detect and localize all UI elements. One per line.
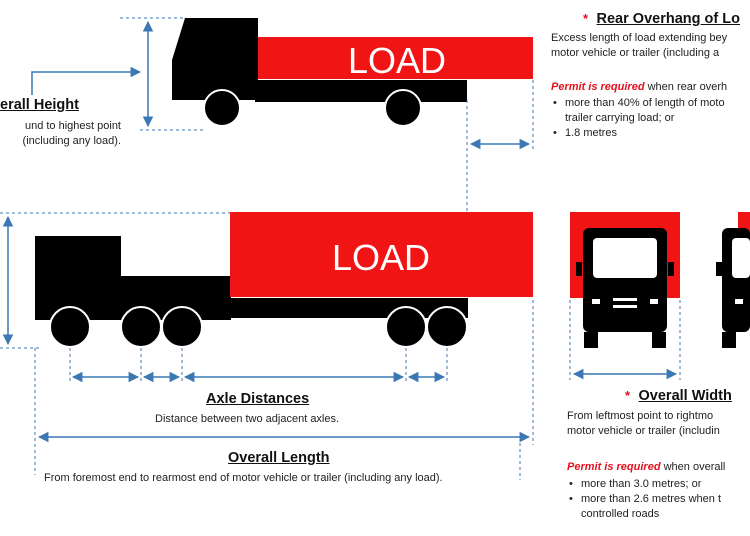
list-item: trailer carrying load; or: [565, 112, 675, 124]
height-leader: [31, 66, 142, 95]
front-view-truck-2: [716, 212, 750, 348]
axle-wheel-2: [120, 306, 162, 348]
axle-wheel-1: [49, 306, 91, 348]
bottom-load-box: [230, 212, 533, 297]
rear-overhang-permit: Permit is required when rear overh: [551, 81, 728, 93]
rear-overhang-bullets: more than 40% of length of moto trailer …: [551, 96, 725, 141]
overall-width-bullets: more than 3.0 metres; or more than 2.6 m…: [567, 477, 721, 522]
axle-wheel-5: [426, 306, 468, 348]
overall-height-title: erall Height: [0, 97, 79, 113]
bottom-load-label: LOAD: [332, 237, 430, 278]
list-item-continuation: controlled roads: [581, 508, 660, 520]
overall-length-title: Overall Length: [228, 450, 330, 466]
top-load-label: LOAD: [348, 40, 446, 81]
overall-length-desc: From foremost end to rearmost end of mot…: [44, 472, 443, 484]
bottom-truck: [35, 212, 533, 348]
list-item: more than 40% of length of moto: [551, 96, 725, 111]
overall-width-permit: Permit is required when overall: [567, 461, 726, 473]
overall-height-desc: und to highest point (including any load…: [22, 120, 121, 147]
axle-wheel-3: [161, 306, 203, 348]
top-rear-wheel: [384, 89, 422, 127]
top-truck: [172, 18, 533, 127]
front-view-truck-1: [570, 212, 680, 348]
required-star-icon: *: [583, 11, 589, 26]
rear-overhang-desc: Excess length of load extending bey moto…: [551, 32, 728, 59]
list-item: more than 2.6 metres when t: [567, 492, 721, 507]
overall-width-title: Overall Width: [638, 388, 732, 404]
list-item: more than 3.0 metres; or: [567, 477, 721, 492]
rear-overhang-heading: * Rear Overhang of Lo: [583, 10, 740, 28]
overall-width-heading: * Overall Width: [625, 387, 732, 405]
top-front-wheel: [203, 89, 241, 127]
axle-distances-desc: Distance between two adjacent axles.: [155, 413, 340, 425]
overall-width-desc: From leftmost point to rightmo motor veh…: [567, 410, 720, 437]
list-item: 1.8 metres: [551, 126, 725, 141]
axle-distances-title: Axle Distances: [206, 391, 310, 407]
required-star-icon: *: [625, 388, 631, 403]
axle-wheel-4: [385, 306, 427, 348]
rear-overhang-title: Rear Overhang of Lo: [596, 11, 740, 27]
top-load-box: [258, 37, 533, 79]
